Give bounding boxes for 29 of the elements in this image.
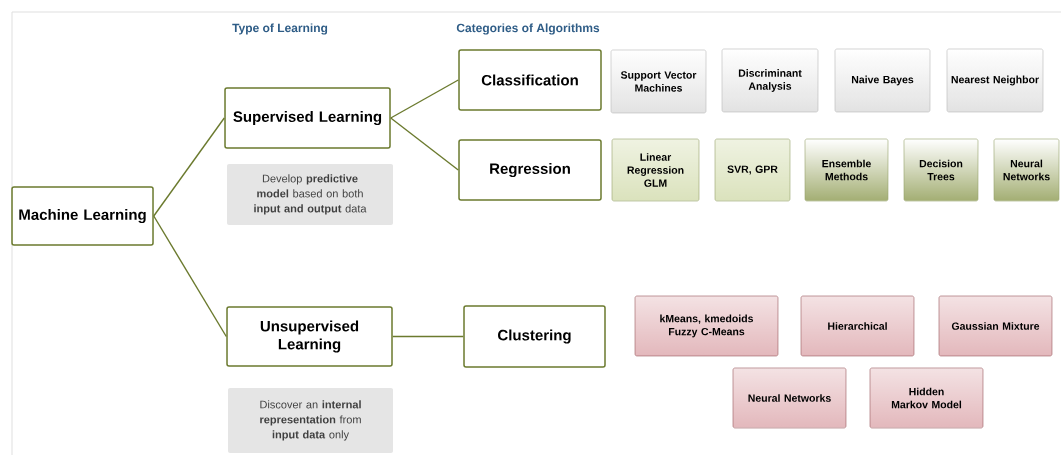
algorithm-box: Decision Trees [903, 138, 979, 202]
algorithm-box: Ensemble Methods [804, 138, 889, 202]
category-box: Classification [458, 49, 602, 111]
connector-line [390, 79, 459, 119]
note-box: Develop predictive model based on both input and output data [227, 164, 393, 225]
algorithm-box: SVR, GPR [714, 138, 791, 202]
category-box: Clustering [463, 305, 606, 368]
algorithm-box: kMeans, kmedoids Fuzzy C-Means [634, 295, 779, 357]
algorithm-box: Naive Bayes [834, 48, 931, 113]
category-box: Supervised Learning [224, 87, 391, 149]
category-box: Regression [458, 139, 602, 201]
algorithm-box: Gaussian Mixture [938, 295, 1053, 357]
algorithm-box: Hidden Markov Model [869, 367, 984, 429]
note-box: Discover an internal representation from input data only [228, 388, 393, 453]
algorithm-box: Neural Networks [732, 367, 847, 429]
algorithm-box: Hierarchical [800, 295, 915, 357]
algorithm-box: Nearest Neighbor [946, 48, 1044, 113]
algorithm-box: Support Vector Machines [610, 49, 707, 114]
category-box: Machine Learning [11, 186, 154, 246]
connector-line [153, 215, 227, 338]
category-box: Unsupervised Learning [226, 306, 393, 367]
algorithm-box: Discriminant Analysis [721, 48, 819, 113]
connector-line [153, 117, 225, 217]
connector-line [392, 335, 464, 338]
algorithm-box: Linear Regression GLM [611, 138, 700, 202]
connector-line [390, 117, 459, 171]
column-heading: Type of Learning [232, 23, 328, 35]
column-heading: Categories of Algorithms [456, 23, 600, 35]
algorithm-box: Neural Networks [993, 138, 1060, 202]
